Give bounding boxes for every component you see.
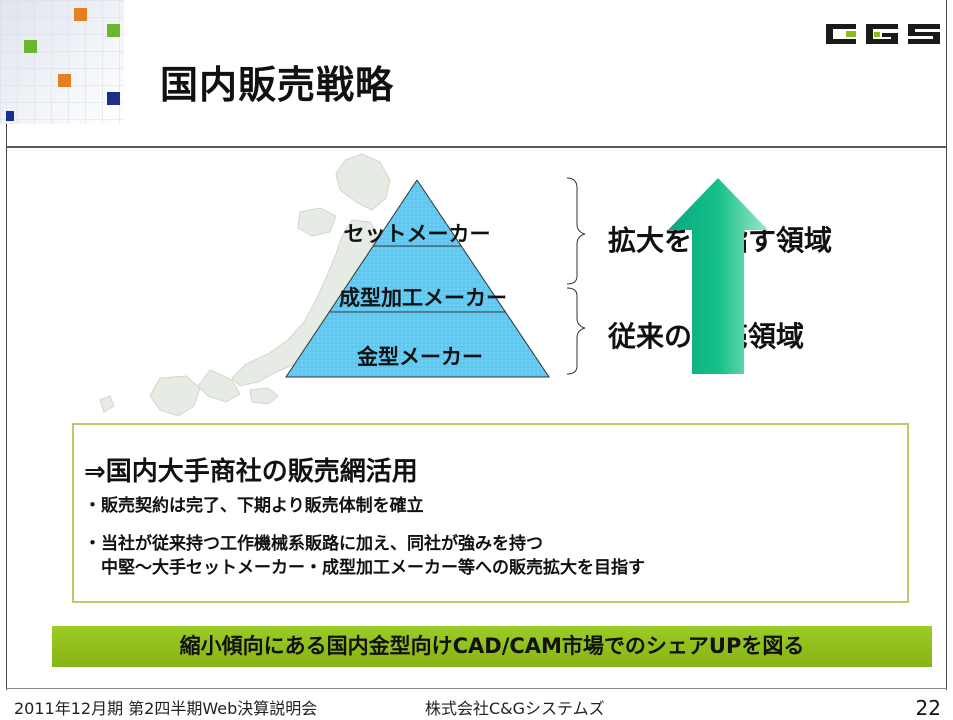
header-rule — [6, 146, 947, 148]
info-heading: ⇒国内大手商社の販売網活用 — [84, 457, 418, 487]
footer-company: 株式会社C&Gシステムズ — [425, 699, 605, 718]
goal-banner: 縮小傾向にある国内金型向けCAD/CAM市場でのシェアUPを図る — [52, 626, 932, 667]
info-bullet-1: ・販売契約は完了、下期より販売体制を確立 — [84, 496, 424, 516]
growth-arrow-icon — [668, 178, 768, 374]
info-bullet-2: ・当社が従来持つ工作機械系販路に加え、同社が強みを持つ — [84, 534, 543, 554]
sales-channel-box: ⇒国内大手商社の販売網活用 ・販売契約は完了、下期より販売体制を確立 ・当社が従… — [72, 423, 909, 603]
market-pyramid — [285, 180, 550, 378]
cgs-logo — [826, 24, 940, 44]
page-title: 国内販売戦略 — [160, 63, 395, 107]
pyramid-level-molding-maker: 成型加工メーカー — [339, 286, 507, 310]
info-bullet-2-cont: 中堅～大手セットメーカー・成型加工メーカー等への販売拡大を目指す — [84, 558, 645, 578]
goal-banner-text: 縮小傾向にある国内金型向けCAD/CAM市場でのシェアUPを図る — [179, 634, 805, 658]
pyramid-level-mold-maker: 金型メーカー — [357, 345, 483, 369]
pyramid-level-set-maker: セットメーカー — [343, 222, 491, 246]
corner-grid-decoration — [0, 0, 124, 124]
footer-period: 2011年12月期 第2四半期Web決算説明会 — [14, 699, 318, 718]
brace-lines — [566, 177, 586, 375]
footer-rule — [6, 688, 947, 689]
slide-frame — [6, 0, 947, 690]
page-number: 22 — [915, 696, 941, 720]
